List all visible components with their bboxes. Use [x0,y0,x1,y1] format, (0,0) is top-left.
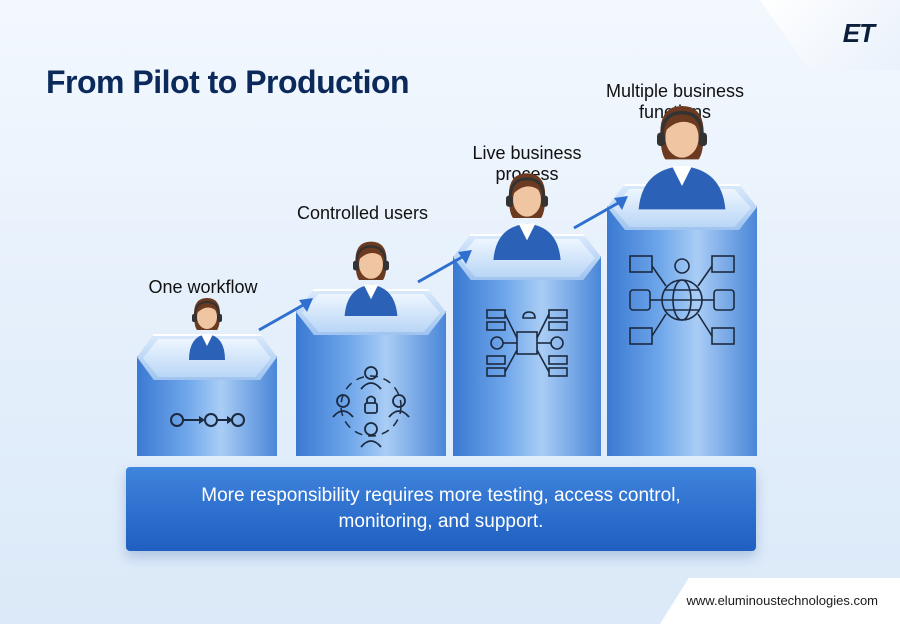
stage-3 [453,66,601,456]
stage-label-1: One workflow [148,277,258,297]
stage-2 [296,126,446,456]
workflow-icon [170,413,245,427]
process-diagram-icon [486,309,568,377]
summary-banner: More responsibility requires more testin… [126,467,756,551]
users-network-icon [332,366,410,448]
agent-avatar-4 [638,106,726,210]
stage-3-pillar [453,234,601,456]
stage-label-3: Live business process [472,143,582,184]
agent-avatar-2 [344,241,398,316]
stage-1 [137,168,277,456]
arrow-icon-1 [258,298,313,332]
stage-4-pillar [607,184,757,456]
arrow-icon-3 [573,196,628,230]
page-title: From Pilot to Production [46,64,410,100]
agent-avatar-3 [493,173,561,260]
arrow-icon-2 [417,250,472,284]
agent-avatar-1 [189,298,225,360]
stage-label-2: Controlled users [296,203,429,223]
corner-decoration [760,0,900,70]
stage-2-pillar [296,289,446,456]
footer-decoration [660,578,900,624]
stage-1-pillar [137,334,277,456]
website-url: www.eluminoustechnologies.com [686,593,878,608]
globe-network-icon [629,255,735,345]
summary-banner-text: More responsibility requires more testin… [201,485,681,532]
brand-logo: ET [842,18,875,48]
stage-4 [607,0,757,456]
